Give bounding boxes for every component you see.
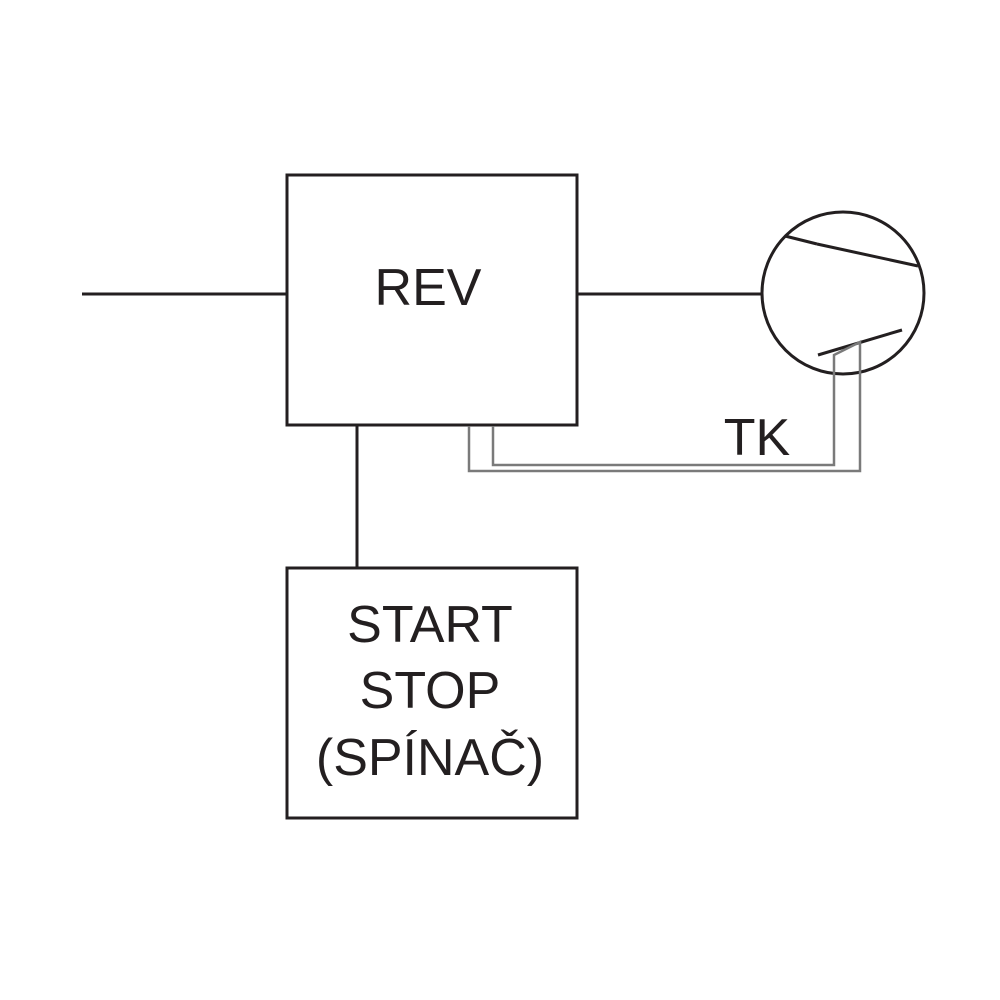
thermal-capillary — [467, 339, 862, 473]
switch-label-type: (SPÍNAČ) — [316, 729, 544, 787]
switch-block — [285, 566, 579, 820]
rev-label: REV — [375, 259, 482, 317]
rev-block — [285, 173, 579, 427]
switch-label-start: START — [347, 596, 513, 654]
switch-label-stop: STOP — [360, 662, 501, 720]
motor-icon — [760, 210, 926, 376]
tk-label: TK — [724, 409, 791, 467]
